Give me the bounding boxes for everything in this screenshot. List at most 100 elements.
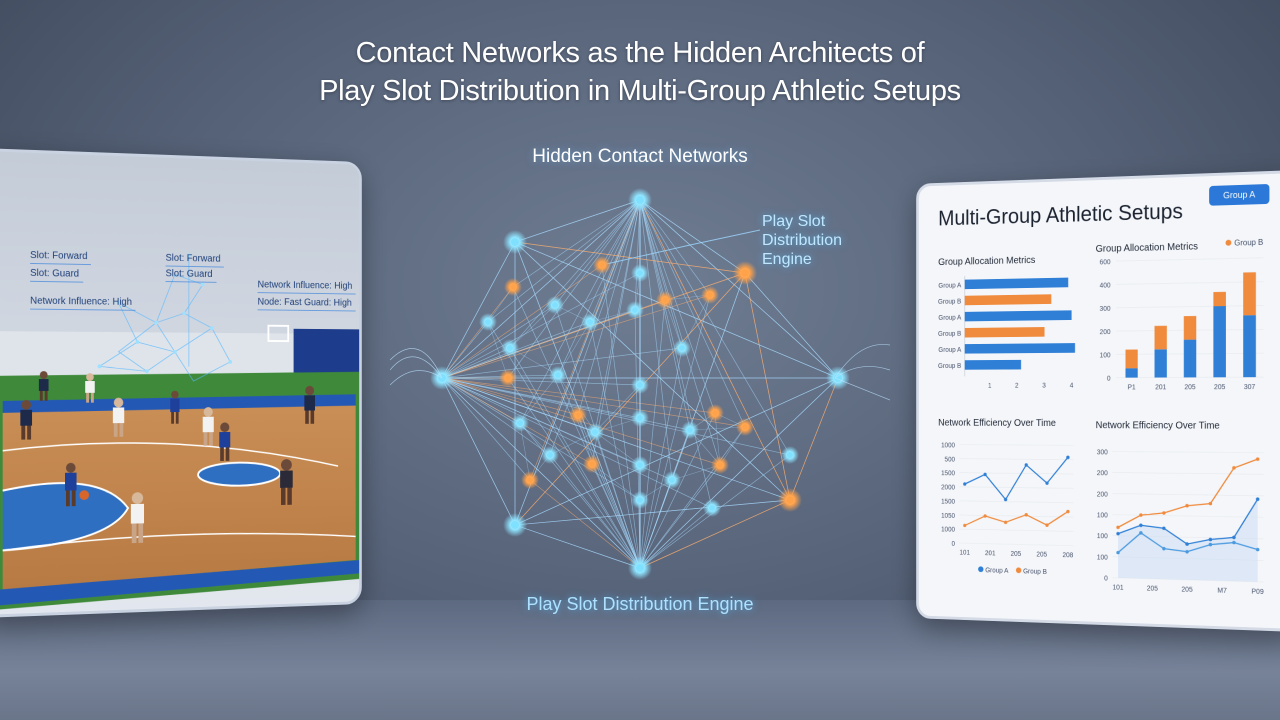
category-label: 307 <box>1244 384 1256 391</box>
engine-bottom-label: Play Slot Distribution Engine <box>526 594 754 614</box>
network-node-orange <box>733 261 757 285</box>
network-node-blue <box>631 264 649 282</box>
network-node-blue <box>826 366 850 390</box>
network-edge <box>512 199 641 288</box>
bar <box>964 294 1052 306</box>
category-label: P09 <box>1252 588 1264 596</box>
key-area <box>3 482 128 550</box>
tick-label: 2 <box>1015 383 1019 390</box>
network-edge <box>512 286 641 569</box>
overlay-slot-guard: Slot: Guard <box>30 267 83 283</box>
dashboard-panel: Multi-Group Athletic Setups Group A Grou… <box>916 170 1280 632</box>
network-edge <box>441 377 746 428</box>
network-edge <box>514 199 641 243</box>
category-label: 205 <box>1181 586 1192 593</box>
network-edge <box>509 347 559 376</box>
player <box>20 399 33 440</box>
page-title: Contact Networks as the Hidden Architect… <box>0 34 1280 110</box>
network-node-orange <box>778 488 802 512</box>
category-label: 208 <box>1063 552 1074 559</box>
tick-label: 500 <box>945 456 956 463</box>
legend-group-a: Group A <box>985 567 1009 575</box>
bar <box>964 277 1069 290</box>
network-node-blue <box>631 456 649 474</box>
network-edge <box>639 199 721 466</box>
tick-label: 0 <box>1104 575 1108 582</box>
engine-side-line-2: Distribution <box>762 232 843 249</box>
network-edge <box>594 384 641 433</box>
network-edge <box>634 199 641 311</box>
network-node-orange <box>521 471 539 489</box>
players <box>20 371 316 544</box>
court-scene <box>0 151 362 618</box>
network-edge <box>529 199 641 481</box>
data-point <box>1116 531 1120 536</box>
category-label: 205 <box>1214 384 1226 391</box>
data-point <box>1066 455 1070 460</box>
network-edge <box>529 479 641 569</box>
network-edge <box>514 377 839 526</box>
network-edge <box>441 347 683 379</box>
network-edge <box>557 321 591 376</box>
blue-wall-banner <box>293 328 362 377</box>
category-label: Group A <box>938 282 961 289</box>
series-line <box>965 510 1068 528</box>
tick-label: 100 <box>1097 512 1108 519</box>
bar-group-a <box>1125 368 1138 378</box>
network-edge <box>549 454 641 569</box>
network-edge <box>509 199 641 349</box>
tick-label: 1500 <box>941 470 955 477</box>
network-edge <box>639 199 691 431</box>
network-node-blue <box>628 188 652 212</box>
network-edge <box>681 294 711 349</box>
tick-label: 0 <box>1107 376 1111 383</box>
network-edge <box>441 304 556 379</box>
network-node-orange <box>701 286 719 304</box>
category-label: Group B <box>938 363 962 370</box>
bar-group-a <box>1243 315 1256 378</box>
network-edge <box>554 199 641 306</box>
court-blue-stripe <box>2 394 356 413</box>
network-edge <box>639 199 791 456</box>
tick-label: 200 <box>1097 470 1108 477</box>
legend-group-b: Group B <box>1023 568 1047 576</box>
tick-label: 200 <box>1100 329 1111 336</box>
category-label: P1 <box>1128 384 1136 391</box>
category-label: 205 <box>1147 585 1158 592</box>
network-edge <box>639 377 839 569</box>
overlay-slot-forward-2: Slot: Forward <box>165 252 225 268</box>
data-point <box>963 482 967 486</box>
network-edge <box>639 479 673 569</box>
network-edge <box>639 507 713 569</box>
network-edge <box>789 377 839 501</box>
network-edge <box>689 426 746 431</box>
network-edge <box>514 241 641 569</box>
category-label: 205 <box>1011 551 1022 558</box>
network-node-blue <box>503 230 527 254</box>
network-node-blue <box>546 296 564 314</box>
chart-3-legend: Group A Group B <box>978 566 1047 576</box>
network-edge <box>594 431 641 569</box>
network-edge <box>577 414 641 569</box>
engine-callout-line <box>601 229 761 266</box>
tick-label: 300 <box>1100 306 1111 313</box>
data-point <box>1003 520 1008 525</box>
tick-label: 600 <box>1100 259 1111 266</box>
category-label: 205 <box>1036 551 1047 558</box>
network-node-blue <box>663 471 681 489</box>
network-edge <box>639 199 716 414</box>
network-edge <box>507 377 641 569</box>
network-node-blue <box>631 409 649 427</box>
network-edge <box>487 321 641 569</box>
category-label: 101 <box>1113 584 1124 591</box>
center-circle <box>198 462 280 486</box>
network-edge <box>639 299 666 569</box>
network-nodes <box>430 188 850 580</box>
network-node-blue <box>781 446 799 464</box>
network-edge <box>441 321 489 379</box>
bar-group-a <box>1183 339 1197 378</box>
network-edge <box>519 422 641 569</box>
network-edge <box>514 199 641 526</box>
